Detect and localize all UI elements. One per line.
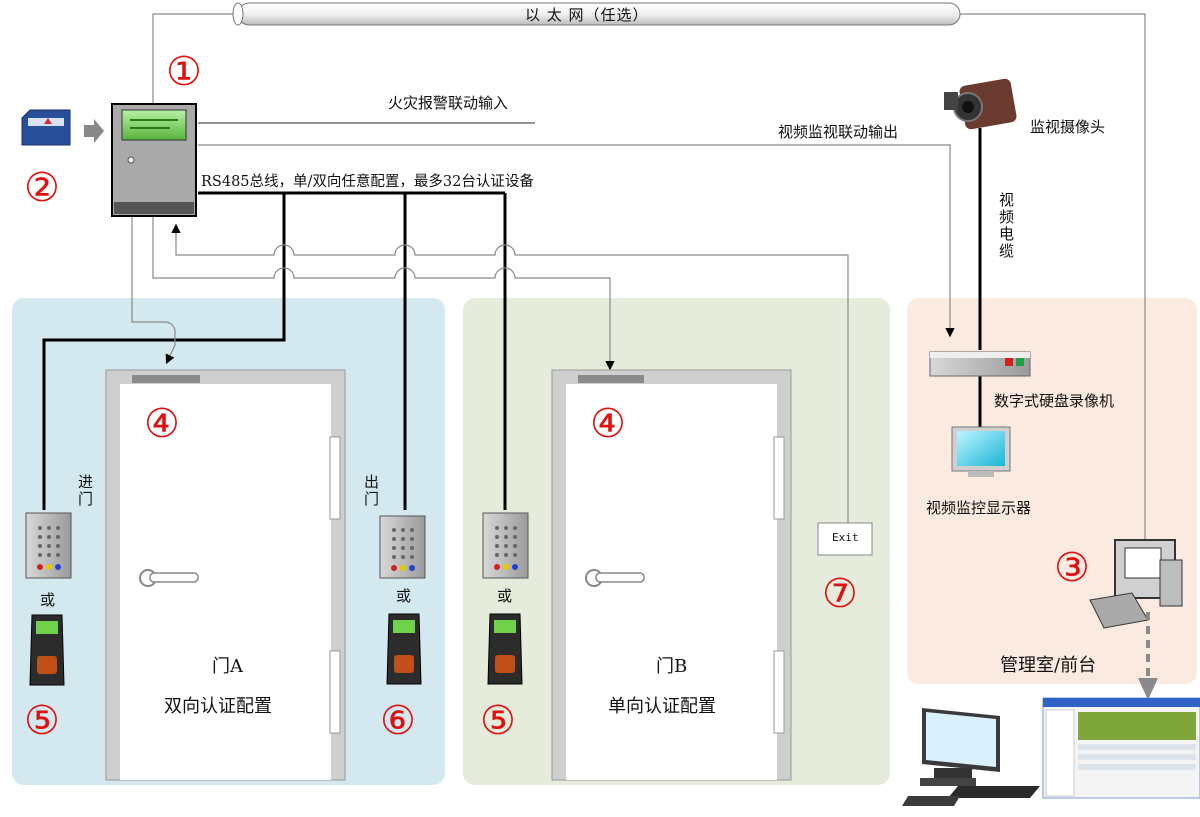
door-b	[551, 369, 792, 781]
sd-card-icon	[21, 109, 71, 146]
management-pc-icon	[1089, 539, 1183, 629]
door-a-config: 双向认证配置	[164, 696, 272, 717]
exit-door-label: 出门	[362, 474, 380, 508]
marker-4-door-b: ④	[590, 401, 626, 447]
fingerprint-reader-exit	[386, 613, 422, 685]
dvr-label: 数字式硬盘录像机	[994, 392, 1115, 410]
marker-2: ②	[24, 165, 60, 211]
marker-6-exit: ⑥	[380, 698, 416, 744]
rs485-bus	[42, 191, 507, 510]
card-reader-door-b	[482, 512, 529, 579]
access-controller	[111, 103, 197, 217]
workstation-monitor	[902, 708, 1040, 806]
card-reader-exit	[379, 515, 426, 579]
door-b-config: 单向认证配置	[608, 696, 716, 717]
door-a	[105, 369, 346, 781]
marker-4-door-a: ④	[144, 401, 180, 447]
marker-7-exit-button: ⑦	[822, 571, 858, 617]
video-output-label: 视频监视联动输出	[778, 123, 899, 141]
enter-label: 进门	[76, 474, 94, 508]
video-cable-label: 视频电缆	[997, 192, 1015, 260]
monitor-label: 视频监控显示器	[926, 499, 1032, 517]
door-b-name: 门B	[656, 656, 688, 677]
marker-5-enter: ⑤	[24, 698, 60, 744]
video-monitor-icon	[951, 426, 1011, 477]
rs485-label: RS485总线，单/双向任意配置，最多32台认证设备	[201, 174, 534, 190]
card-reader-enter	[25, 512, 72, 579]
exit-button	[817, 522, 873, 556]
ethernet-pipe	[232, 2, 961, 26]
marker-3: ③	[1054, 545, 1090, 591]
lock-line-a	[131, 205, 176, 365]
video-output-line	[198, 144, 955, 338]
exit-signal-line	[171, 223, 849, 525]
marker-5-door-b: ⑤	[480, 698, 516, 744]
software-screenshot	[1042, 697, 1200, 799]
marker-1: ①	[166, 49, 202, 95]
or-label-b: 或	[497, 587, 513, 605]
fingerprint-reader-door-b	[487, 613, 523, 685]
or-label-a: 或	[40, 591, 56, 609]
fire-alarm-input-label: 火灾报警联动输入	[388, 94, 509, 112]
dvr-icon	[929, 351, 1031, 377]
lock-line-b	[152, 205, 615, 371]
camera-icon	[944, 78, 1017, 130]
arrow-icon	[84, 119, 104, 143]
ethernet-label: 以 太 网（任选）	[525, 6, 649, 24]
door-a-name: 门A	[212, 656, 243, 677]
management-room-label: 管理室/前台	[1000, 655, 1097, 676]
exit-button-label: Exit	[832, 531, 859, 544]
camera-label: 监视摄像头	[1030, 118, 1106, 136]
ethernet-line	[152, 13, 1146, 540]
fingerprint-reader-enter	[29, 614, 65, 686]
or-label-exit: 或	[396, 587, 412, 605]
